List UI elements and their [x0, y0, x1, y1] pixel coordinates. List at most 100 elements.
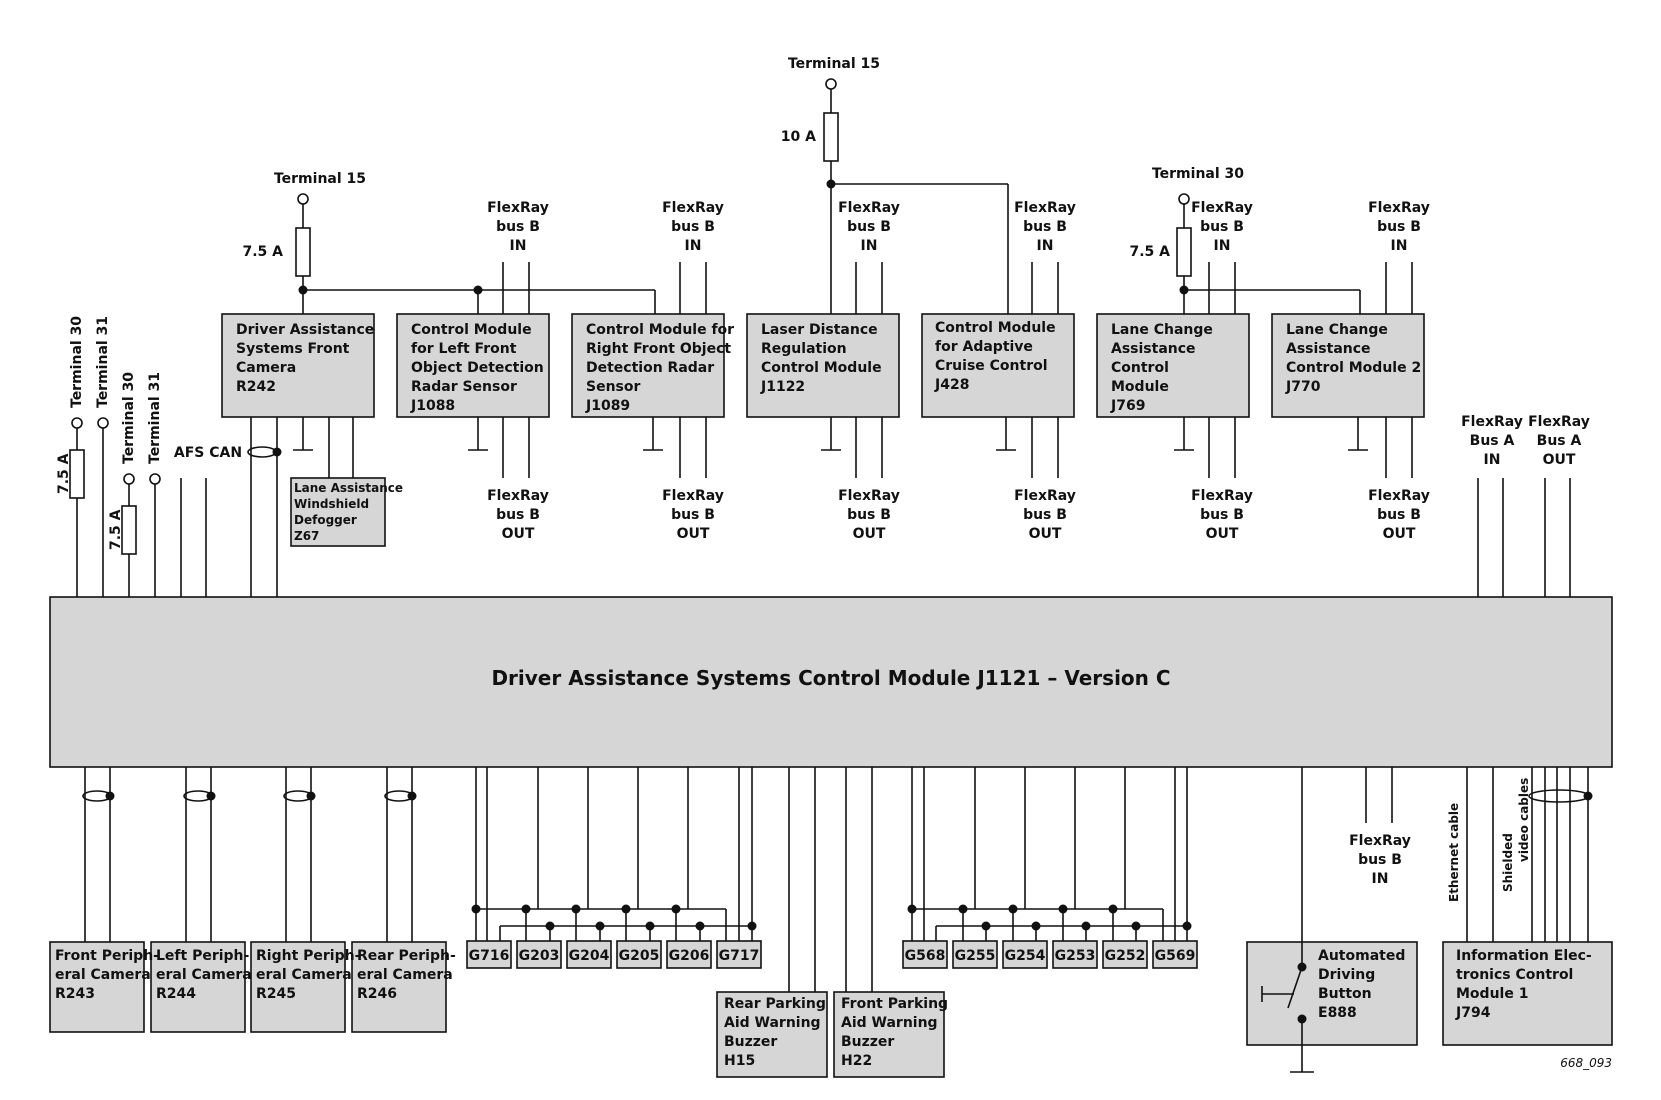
info-module-wiring: [1466, 767, 1593, 942]
sensor-label: G716: [469, 948, 510, 964]
info-module-j794-box: [1442, 941, 1613, 1046]
ethernet-cable-label: Ethernet cable: [1447, 803, 1461, 902]
sensor-label: G253: [1055, 948, 1096, 964]
rear-camera-r246-box: [351, 941, 447, 1033]
main-module-j1121-box: [49, 596, 1613, 768]
sensor-label: G203: [519, 948, 560, 964]
sensor-g716-box: [466, 940, 512, 969]
terminal-31-side-label: Terminal 31: [147, 372, 163, 464]
sensor-label: G204: [569, 948, 610, 964]
fuse-10a: [823, 112, 839, 162]
ground-icon: [293, 417, 1368, 451]
rear-buzzer-h15-box: [716, 991, 828, 1078]
right-radar-j1089-box: [571, 313, 725, 418]
terminal-31-side-label: Terminal 31: [95, 316, 111, 408]
flexray-b-lines: [502, 262, 1413, 478]
sensor-g252-box: [1102, 940, 1148, 969]
side-terminal-wiring: [69, 417, 207, 597]
sensor-label: G254: [1005, 948, 1046, 964]
defogger-z67-box: [290, 477, 386, 547]
push-button-switch-icon: [1261, 767, 1314, 1073]
sensor-label: G205: [619, 948, 660, 964]
terminal-15-center-label: Terminal 15: [788, 56, 880, 72]
front-camera-r243-box: [49, 941, 145, 1033]
sensor-g205-box: [616, 940, 662, 969]
terminal-15-left-label: Terminal 15: [274, 171, 366, 187]
sensor-g203-box: [516, 940, 562, 969]
fuse-side-1-label: 7.5 A: [56, 453, 72, 494]
sensor-label: G717: [719, 948, 760, 964]
terminal-30-side-label: Terminal 30: [121, 372, 137, 464]
acc-j428-box: [921, 313, 1075, 418]
terminal-30-right-label: Terminal 30: [1152, 166, 1244, 182]
terminal-30-side-label: Terminal 30: [69, 316, 85, 408]
front-sensor-boxes: G568 G255 G254 G253 G252 G569: [902, 940, 1198, 969]
sensor-g255-box: [952, 940, 998, 969]
front-buzzer-h22-box: [833, 991, 945, 1078]
left-camera-r244-box: [150, 941, 246, 1033]
left-radar-j1088-box: [396, 313, 550, 418]
rear-sensor-wiring: [471, 767, 816, 992]
fuse-7-5a-right: [1176, 227, 1192, 277]
terminal-15-center-terminal: [825, 78, 837, 90]
twisted-pair-icon: [247, 446, 277, 458]
fuse-center-label: 10 A: [781, 129, 816, 145]
sensor-g568-box: [902, 940, 948, 969]
fuse-7-5a-side-1: [69, 449, 85, 499]
front-camera-wiring: [247, 417, 354, 597]
sensor-g254-box: [1002, 940, 1048, 969]
sensor-g206-box: [666, 940, 712, 969]
terminal-30-right-terminal: [1178, 193, 1190, 205]
afs-can-label: AFS CAN: [174, 445, 242, 461]
sensor-label: G206: [669, 948, 710, 964]
fuse-side-2-label: 7.5 A: [108, 509, 124, 550]
shielded-video-label: Shieldedvideo cables: [1501, 778, 1531, 892]
sensor-g253-box: [1052, 940, 1098, 969]
sensor-g569-box: [1152, 940, 1198, 969]
lane-change-j769-box: [1096, 313, 1250, 418]
flexray-a-wiring: [1477, 478, 1571, 597]
rear-sensor-boxes: G716 G203 G204 G205 G206 G717: [466, 940, 762, 969]
sensor-g717-box: [716, 940, 762, 969]
front-sensor-wiring: [845, 767, 1192, 992]
terminal-15-left-terminal: [297, 193, 309, 205]
sensor-label: G568: [905, 948, 946, 964]
fuse-7-5a-side-2: [121, 505, 137, 555]
main-module-label: Driver Assistance Systems Control Module…: [491, 666, 1170, 690]
shield-icon: [1528, 789, 1590, 803]
right-camera-r245-box: [250, 941, 346, 1033]
front-camera-r242-box: [221, 313, 375, 418]
sensor-label: G252: [1105, 948, 1146, 964]
peripheral-camera-wiring: [82, 767, 417, 942]
